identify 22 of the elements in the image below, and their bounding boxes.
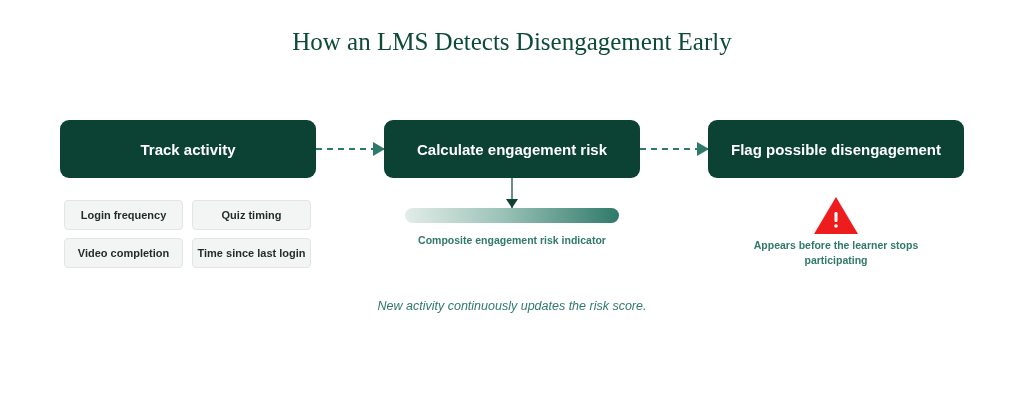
title: How an LMS Detects Disengagement Early — [292, 28, 732, 56]
metric-box — [192, 238, 311, 268]
metric-label: Login frequency — [80, 209, 167, 221]
metric-label: Time since last login — [197, 247, 306, 259]
metric-box — [64, 238, 183, 268]
metric-label: Video completion — [77, 247, 170, 259]
pointer-arrow — [506, 177, 518, 209]
step-title: Track activity — [140, 140, 236, 158]
dashed-arrow — [639, 142, 709, 156]
metric-box — [192, 200, 311, 230]
step-title: Flag possible disengagement — [730, 140, 941, 158]
metric-label: Quiz timing — [221, 209, 282, 221]
gauge-bar — [405, 208, 619, 223]
caption: Appears before the learner stops participating — [752, 238, 920, 269]
note: New activity continuously updates the risk score. — [376, 298, 648, 315]
metric-box — [64, 200, 183, 230]
process-box — [384, 120, 640, 178]
step-title: Calculate engagement risk — [416, 140, 608, 158]
process-box — [60, 120, 316, 178]
indicator-label: Composite engagement risk indicator — [417, 233, 607, 248]
process-box — [708, 120, 964, 178]
dashed-arrow — [315, 142, 385, 156]
